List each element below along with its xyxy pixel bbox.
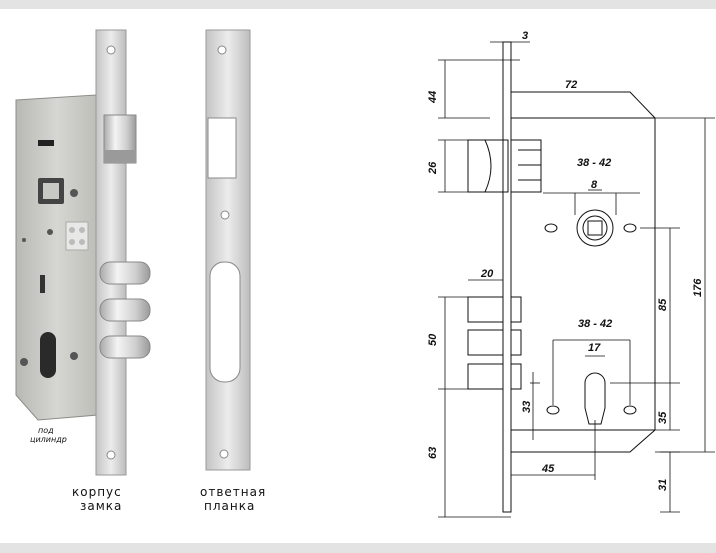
dim-bolt-group-height: 50 bbox=[427, 333, 439, 346]
cylinder-note-line2: цилиндр bbox=[30, 435, 67, 444]
strike-plate bbox=[205, 29, 251, 471]
lock-body-caption-line1: корпус bbox=[72, 485, 122, 499]
dim-cylinder-screw-spacing: 38 - 42 bbox=[578, 318, 612, 330]
dim-bolt-throw: 20 bbox=[480, 268, 494, 280]
drawing-bolts bbox=[467, 296, 522, 390]
dim-top-offset: 44 bbox=[427, 91, 439, 104]
drawing-spindle bbox=[576, 209, 614, 247]
strike-plate-caption-line2: планка bbox=[204, 499, 256, 513]
dim-spindle-square: 8 bbox=[591, 179, 598, 191]
cylinder-note-line1: под bbox=[38, 426, 54, 435]
dim-cylinder-height: 33 bbox=[521, 401, 533, 413]
lock-body-caption-line2: замка bbox=[80, 499, 123, 513]
dim-cylinder-to-bottom: 35 bbox=[657, 411, 669, 424]
lock-faceplate bbox=[95, 29, 137, 476]
dim-latch-height: 26 bbox=[427, 161, 439, 175]
drawing-cylinder-hole bbox=[584, 372, 606, 425]
dim-backset: 45 bbox=[541, 463, 555, 475]
lock-case bbox=[15, 94, 99, 421]
top-border bbox=[0, 0, 716, 9]
dim-handle-to-cylinder: 85 bbox=[657, 298, 669, 311]
dim-backset-depth: 72 bbox=[565, 79, 577, 91]
dim-cylinder-width: 17 bbox=[588, 342, 601, 354]
bottom-border bbox=[0, 543, 716, 553]
lock-bolts bbox=[99, 261, 151, 359]
dim-handle-spacing: 38 - 42 bbox=[577, 157, 611, 169]
dim-total-height: 176 bbox=[692, 278, 704, 297]
drawing-latch bbox=[467, 139, 509, 193]
dim-faceplate-thickness: 3 bbox=[522, 30, 528, 42]
dim-bottom-margin: 31 bbox=[657, 479, 669, 491]
drawing-faceplate bbox=[502, 41, 512, 513]
dim-bottom-offset: 63 bbox=[427, 447, 439, 459]
strike-plate-caption-line1: ответная bbox=[200, 485, 267, 499]
